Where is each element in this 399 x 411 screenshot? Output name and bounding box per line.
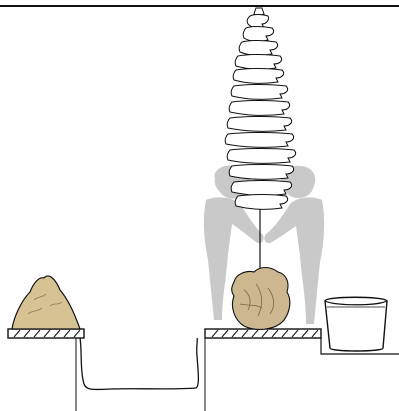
soil-mound [12, 276, 80, 329]
planting-pit [80, 338, 198, 389]
left-ground-slab [8, 329, 84, 338]
bucket [325, 297, 387, 351]
root-ball [232, 268, 290, 330]
